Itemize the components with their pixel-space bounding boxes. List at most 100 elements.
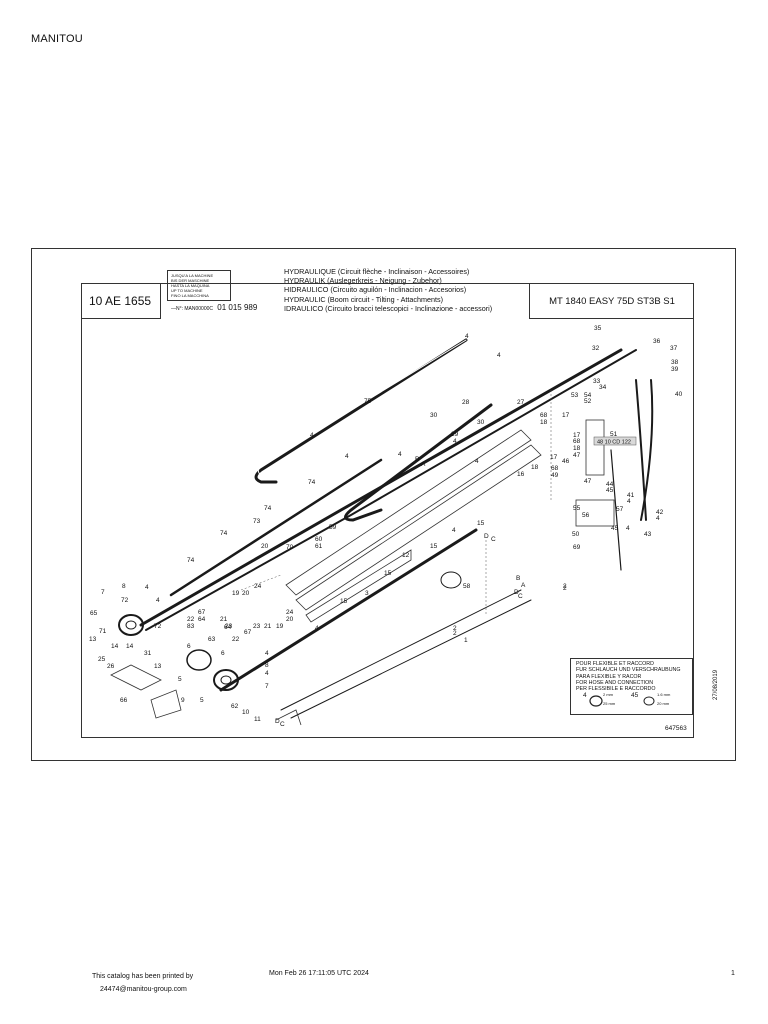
- legend-line: FOR HOSE AND CONNECTION: [576, 679, 654, 686]
- reference-tag-text: 48 10 CD 122: [597, 440, 631, 446]
- callout: 5: [200, 697, 204, 704]
- machine-limit-stamp: JUSQU'A LA MACHINE BIS DER MASCHINE HAST…: [167, 270, 231, 301]
- callout: 72: [121, 597, 129, 604]
- callout: 47: [584, 478, 592, 485]
- roller-5-hub: [220, 675, 232, 685]
- callout: 33: [593, 378, 601, 385]
- callout: 22: [232, 636, 240, 643]
- title-fr: HYDRAULIQUE (Circuit flèche - Inclinaiso…: [284, 267, 470, 276]
- callout: 2: [563, 583, 567, 590]
- callout: B: [415, 456, 419, 463]
- callout: 14: [126, 643, 134, 650]
- legend-dim-b1: 1.6 mm: [657, 692, 671, 697]
- legend-line: FUR SCHLAUCH UND VERSCHRAUBUNG: [576, 667, 681, 674]
- callout: 42: [656, 509, 664, 516]
- callout: 7: [265, 683, 269, 690]
- legend-title: POUR FLEXIBLE ET RACCORD FUR SCHLAUCH UN…: [576, 661, 680, 692]
- callout: 24: [286, 609, 294, 616]
- roller-left: [118, 614, 144, 636]
- callout: 4: [627, 498, 631, 505]
- callout: 4: [626, 525, 630, 532]
- callout: 28: [462, 399, 470, 406]
- callout: 18: [540, 419, 548, 426]
- callout: 4: [453, 438, 457, 445]
- callout: A: [421, 461, 426, 468]
- callout: 44: [606, 481, 614, 488]
- callout: 4: [452, 527, 456, 534]
- callout: 23: [253, 623, 261, 630]
- hose-main-2: [145, 349, 637, 631]
- callout: 4: [465, 333, 469, 340]
- callout: 5: [178, 676, 182, 683]
- callout: 37: [670, 345, 678, 352]
- callout: 4: [145, 584, 149, 591]
- boom-section-3: [305, 549, 412, 623]
- leader-line: [240, 574, 282, 591]
- callout: 49: [551, 472, 559, 479]
- callout: 67: [244, 629, 252, 636]
- roller-6: [186, 649, 212, 671]
- callout: 19: [232, 590, 240, 597]
- fitting-10: [275, 709, 302, 726]
- callout: 15: [340, 598, 348, 605]
- sheet-border: [81, 283, 694, 738]
- callout: 83: [187, 623, 195, 630]
- serial-prefix: —N°: MAN00000C: [171, 306, 214, 312]
- callout: 2: [453, 630, 457, 637]
- callout: 58: [463, 583, 471, 590]
- callout: 66: [120, 697, 128, 704]
- callout: 74: [220, 530, 228, 537]
- callout: 7: [101, 589, 105, 596]
- hose-main-1: [139, 348, 623, 627]
- callout: 54: [584, 392, 592, 399]
- hose-70: [169, 458, 383, 597]
- title-it: IDRAULICO (Circuito bracci telescopici -…: [284, 303, 493, 313]
- callout: D: [514, 589, 519, 596]
- callout: 63: [208, 636, 216, 643]
- callout: 16: [517, 471, 525, 478]
- callout: 43: [644, 531, 652, 538]
- callout: 1: [464, 637, 468, 644]
- hose-75: [254, 338, 468, 484]
- legend-item-a: 4: [583, 692, 587, 699]
- callout: 4: [310, 432, 314, 439]
- callout: C: [491, 536, 496, 543]
- callout: 14: [111, 643, 119, 650]
- callout: 24: [254, 583, 262, 590]
- stamp-line: JUSQU'A LA MACHINE: [171, 273, 214, 278]
- roller-left-hub: [125, 620, 137, 630]
- serial-number-line: —N°: MAN00000C 01 015 989: [171, 303, 257, 312]
- callout: 46: [562, 458, 570, 465]
- callout: 65: [90, 610, 98, 617]
- callout: 4: [345, 453, 349, 460]
- hose-75-highlight: [257, 339, 467, 477]
- sheet-titles: HYDRAULIQUE (Circuit flèche - Inclinaiso…: [284, 267, 492, 313]
- pipe-2: [290, 599, 532, 719]
- callout: 34: [599, 384, 607, 391]
- callout: 2: [453, 625, 457, 632]
- callout: 9: [181, 697, 185, 704]
- legend-diagram: 4 2 mm 25 mm 45 1.6 mm 20 mm: [583, 692, 671, 707]
- callout: 68: [540, 412, 548, 419]
- callout: 55: [573, 505, 581, 512]
- legend-seal-a: [589, 695, 603, 707]
- callout: 32: [592, 345, 600, 352]
- printed-by-email: 24474@manitou-group.com: [100, 986, 187, 993]
- callout: 64: [198, 616, 206, 623]
- callout: 8: [265, 662, 269, 669]
- callout: 23: [225, 623, 233, 630]
- callout: 19: [276, 623, 284, 630]
- callout: 74: [308, 479, 316, 486]
- hose-vertical: [610, 449, 622, 571]
- callout: 59: [329, 524, 337, 531]
- callout: D: [484, 533, 489, 540]
- callout: 25: [98, 656, 106, 663]
- callout: 38: [671, 359, 679, 366]
- callout: 3: [365, 590, 369, 597]
- callout: 36: [653, 338, 661, 345]
- printed-by-label: This catalog has been printed by: [92, 973, 194, 980]
- callout: 13: [154, 663, 162, 670]
- callout: 15: [477, 520, 485, 527]
- title-en: HYDRAULIC (Boom circuit - Tilting - Atta…: [284, 294, 443, 304]
- callout: 22: [187, 616, 195, 623]
